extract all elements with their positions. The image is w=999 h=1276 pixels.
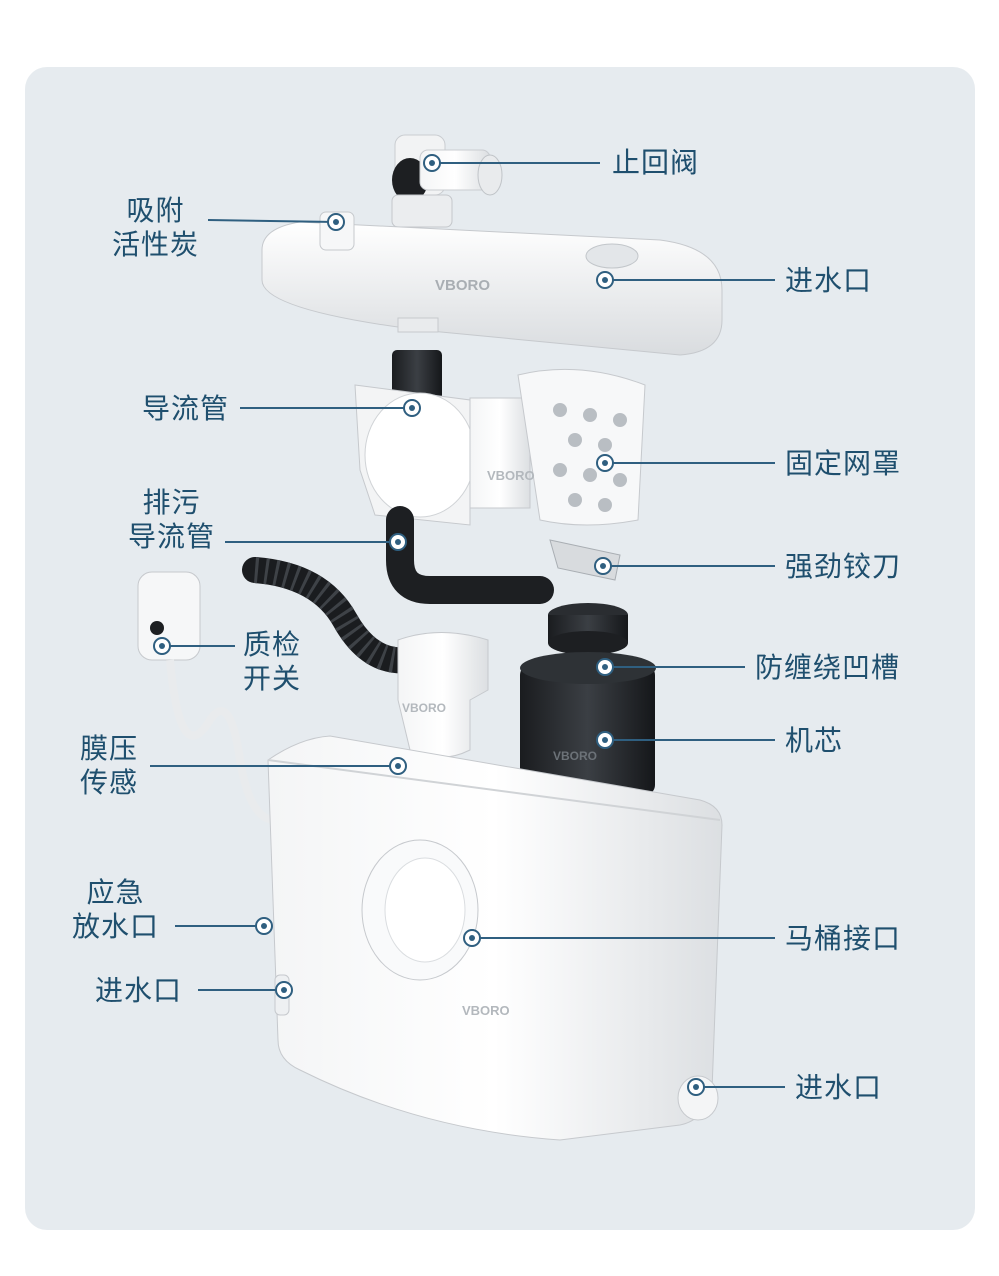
guide-pipe-part (354, 350, 531, 526)
label-sensor-line1: 膜压 (80, 732, 139, 765)
brand-text-sensor: VBORO (402, 701, 446, 715)
brand-text-mesh: VBORO (487, 468, 535, 483)
label-emergency-outlet: 应急 放水口 (72, 876, 159, 944)
label-inlet-bottom: 进水口 (795, 1071, 883, 1104)
label-inlet-left: 进水口 (95, 974, 183, 1007)
label-activated-carbon-line2: 活性炭 (112, 228, 200, 261)
label-drain-guide-pipe: 排污 导流管 (128, 486, 215, 554)
label-activated-carbon: 吸附 活性炭 (112, 194, 199, 262)
label-motor-core: 机芯 (785, 724, 844, 757)
label-pressure-sensor: 膜压 传感 (80, 732, 138, 800)
label-switch-line2: 开关 (243, 662, 302, 695)
groove-cap-part (548, 603, 628, 655)
brand-text-tank: VBORO (462, 1003, 510, 1018)
label-check-valve: 止回阀 (612, 146, 700, 179)
label-inlet-top: 进水口 (785, 264, 873, 297)
label-emergency-line1: 应急 (86, 876, 145, 909)
label-fixed-mesh: 固定网罩 (785, 447, 902, 480)
label-sensor-line2: 传感 (80, 766, 139, 799)
label-quality-switch: 质检 开关 (243, 628, 301, 696)
lid-part: VBORO (261, 211, 723, 356)
leader-marker-dots (159, 160, 699, 1090)
leader-carbon (207, 219, 337, 223)
leader-lines (150, 162, 785, 1088)
label-guide-pipe: 导流管 (142, 392, 230, 425)
label-switch-line1: 质检 (243, 628, 302, 661)
label-toilet-connector: 马桶接口 (785, 922, 902, 955)
corrugated-hose-part (242, 557, 423, 674)
brand-text-lid: VBORO (435, 277, 490, 294)
label-activated-carbon-line1: 吸附 (126, 194, 185, 227)
label-blade: 强劲铰刀 (785, 550, 902, 583)
label-anti-wind-groove: 防缠绕凹槽 (755, 651, 901, 684)
drain-pipe-part (386, 506, 554, 604)
fixed-mesh-part: VBORO (487, 368, 646, 526)
label-drain-line1: 排污 (142, 486, 201, 519)
label-drain-line2: 导流管 (128, 520, 216, 553)
quality-switch-part (137, 571, 276, 824)
label-emergency-line2: 放水口 (72, 910, 160, 943)
brand-text-core: VBORO (553, 749, 597, 763)
check-valve-part (391, 134, 503, 228)
